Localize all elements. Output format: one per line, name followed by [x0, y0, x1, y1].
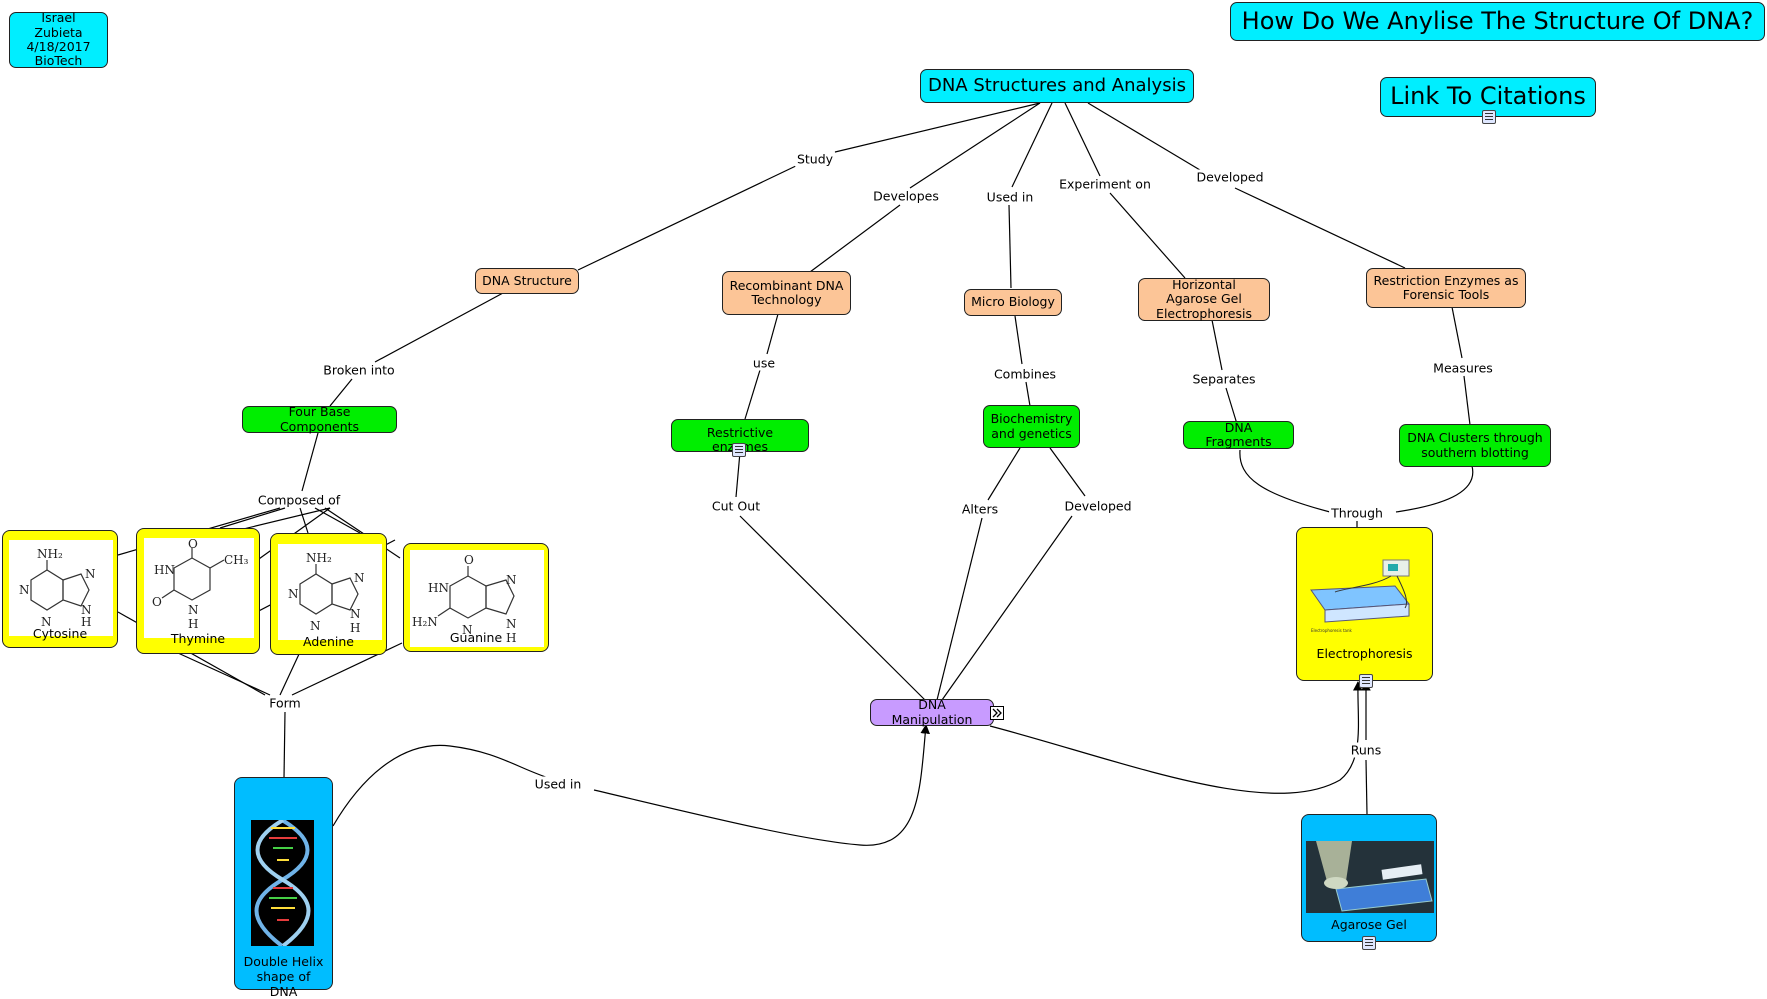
- link-runs: Runs: [1348, 742, 1384, 758]
- svg-text:O: O: [188, 538, 198, 551]
- svg-text:NH₂: NH₂: [306, 551, 332, 565]
- expand-icon[interactable]: [990, 706, 1004, 720]
- link-form: Form: [267, 695, 303, 711]
- agarose-gel-graphic: [1306, 841, 1434, 913]
- agarose-gel-image: [1306, 841, 1434, 913]
- citations-link[interactable]: Link To Citations: [1380, 77, 1596, 117]
- adenine-structure-image: NH₂ N N N N H: [278, 544, 382, 640]
- restrictive-enzymes-document-icon[interactable]: [732, 443, 746, 457]
- node-double-helix[interactable]: Double Helix shape of DNA: [234, 777, 333, 999]
- base-cytosine[interactable]: NH₂ N N N N H Cytosine: [2, 530, 118, 648]
- svg-text:N: N: [462, 623, 473, 637]
- svg-text:N: N: [506, 573, 517, 587]
- link-broken-into: Broken into: [321, 362, 397, 378]
- svg-text:N: N: [288, 587, 299, 601]
- svg-text:HN: HN: [428, 581, 449, 595]
- guanine-structure-image: O HN N H₂N N N H: [410, 550, 544, 647]
- guanine-diagram: O HN N H₂N N N H: [412, 553, 517, 645]
- svg-text:H₂N: H₂N: [412, 615, 438, 629]
- svg-text:H: H: [81, 615, 91, 629]
- author-date: 4/18/2017: [26, 39, 91, 54]
- electrophoresis-graphic: Electrophoresis tank: [1310, 559, 1410, 633]
- node-dna-fragments[interactable]: DNA Fragments: [1183, 420, 1294, 449]
- node-electrophoresis[interactable]: Electrophoresis tank Electrophoresis: [1296, 527, 1433, 681]
- node-recombinant-dna[interactable]: Recombinant DNA Technology: [722, 271, 851, 315]
- svg-text:N: N: [81, 603, 92, 617]
- svg-text:N: N: [85, 567, 96, 581]
- node-biochemistry-genetics[interactable]: Biochemistry and genetics: [983, 405, 1080, 448]
- link-developed-forensic: Developed: [1194, 169, 1266, 185]
- author-info-box: Israel Zubieta 4/18/2017 BioTech: [9, 10, 108, 69]
- svg-text:N: N: [19, 583, 30, 597]
- link-use: use: [750, 355, 778, 371]
- root-concept[interactable]: DNA Structures and Analysis: [920, 69, 1194, 103]
- guanine-label: Guanine: [449, 630, 503, 645]
- link-through: Through: [1329, 505, 1385, 521]
- svg-text:O: O: [464, 553, 474, 567]
- node-dna-structure[interactable]: DNA Structure: [475, 268, 579, 294]
- electrophoresis-apparatus-image: Electrophoresis tank: [1305, 552, 1427, 640]
- link-developed-manipulation: Developed: [1062, 498, 1134, 514]
- agarose-gel-document-icon[interactable]: [1362, 936, 1376, 950]
- svg-text:H: H: [350, 621, 360, 635]
- author-name: Israel Zubieta: [34, 10, 83, 40]
- link-combines: Combines: [991, 366, 1059, 382]
- svg-text:N: N: [310, 619, 321, 633]
- thymine-diagram: O CH₃ HN O N H: [152, 538, 249, 631]
- svg-text:N: N: [188, 603, 199, 617]
- link-used-in-micro: Used in: [984, 189, 1036, 205]
- base-adenine[interactable]: NH₂ N N N N H Adenine: [270, 533, 387, 655]
- dna-helix-image: [251, 818, 314, 948]
- base-guanine[interactable]: O HN N H₂N N N H Guanine: [403, 543, 549, 652]
- cytosine-label: Cytosine: [32, 626, 88, 641]
- svg-text:N: N: [354, 571, 365, 585]
- double-helix-label: Double Helix shape of DNA: [243, 954, 324, 999]
- link-composed-of: Composed of: [255, 492, 343, 508]
- thymine-label: Thymine: [170, 631, 226, 646]
- base-thymine[interactable]: O CH₃ HN O N H Thymine: [136, 528, 260, 654]
- link-study: Study: [794, 151, 836, 167]
- svg-text:HN: HN: [154, 563, 175, 577]
- cytosine-structure-image: NH₂ N N N N H: [9, 540, 113, 636]
- link-cut-out: Cut Out: [709, 498, 763, 514]
- adenine-label: Adenine: [303, 634, 354, 649]
- node-restrictive-enzymes[interactable]: Restrictive enzymes: [671, 419, 809, 454]
- svg-text:N: N: [41, 615, 52, 629]
- svg-text:Electrophoresis tank: Electrophoresis tank: [1311, 628, 1353, 633]
- node-dna-manipulation[interactable]: DNA Manipulation: [870, 697, 994, 726]
- node-agarose-gel[interactable]: Agarose Gel: [1301, 814, 1437, 942]
- map-title: How Do We Anylise The Structure Of DNA?: [1230, 2, 1765, 41]
- node-horizontal-agarose[interactable]: Horizontal Agarose Gel Electrophoresis: [1138, 277, 1270, 321]
- dna-helix-graphic: [254, 818, 311, 948]
- svg-text:O: O: [152, 595, 162, 609]
- link-separates: Separates: [1190, 371, 1258, 387]
- svg-text:CH₃: CH₃: [224, 553, 249, 567]
- svg-text:H: H: [188, 617, 198, 631]
- node-dna-clusters[interactable]: DNA Clusters through southern blotting: [1399, 424, 1551, 467]
- agarose-gel-label: Agarose Gel: [1331, 917, 1407, 932]
- electrophoresis-label: Electrophoresis: [1316, 646, 1413, 661]
- link-alters: Alters: [959, 501, 1001, 517]
- cytosine-diagram: NH₂ N N N N H: [19, 547, 96, 629]
- link-measures: Measures: [1431, 360, 1495, 376]
- node-four-base-components[interactable]: Four Base Components: [242, 404, 397, 433]
- link-used-in-manipulation: Used in: [532, 776, 584, 792]
- link-experiment-on: Experiment on: [1057, 176, 1153, 192]
- svg-text:N: N: [506, 617, 517, 631]
- node-restriction-forensic[interactable]: Restriction Enzymes as Forensic Tools: [1366, 268, 1526, 308]
- thymine-structure-image: O CH₃ HN O N H: [144, 538, 254, 638]
- electrophoresis-document-icon[interactable]: [1359, 674, 1373, 688]
- citations-document-icon[interactable]: [1482, 110, 1496, 124]
- node-micro-biology[interactable]: Micro Biology: [964, 289, 1062, 316]
- adenine-diagram: NH₂ N N N N H: [288, 551, 365, 635]
- svg-text:NH₂: NH₂: [37, 547, 63, 561]
- author-class: BioTech: [34, 53, 83, 69]
- link-developes: Developes: [871, 188, 941, 204]
- svg-text:N: N: [350, 607, 361, 621]
- svg-text:H: H: [506, 631, 516, 645]
